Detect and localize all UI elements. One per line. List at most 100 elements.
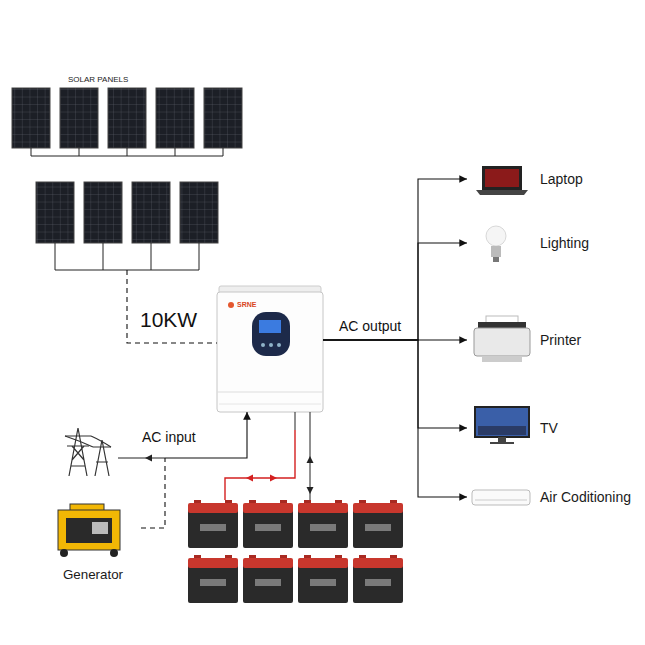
art-shape	[65, 428, 91, 476]
art-shape	[132, 182, 170, 243]
art-shape	[472, 490, 530, 505]
art-shape	[145, 455, 152, 462]
art-shape	[486, 226, 506, 246]
art-shape	[243, 555, 293, 603]
connector	[323, 179, 467, 340]
grid-line	[118, 455, 165, 462]
node-label: SOLAR PANELS	[68, 75, 128, 84]
art-shape	[58, 510, 120, 550]
node-label: Air Coditioning	[540, 489, 631, 505]
laptop-icon	[476, 166, 528, 195]
generator-icon	[58, 504, 120, 557]
connector	[323, 243, 467, 340]
art-shape	[243, 500, 293, 548]
art-shape	[270, 475, 277, 482]
connector-label: AC input	[140, 429, 198, 445]
art-shape	[204, 88, 242, 148]
art-shape	[60, 549, 68, 557]
connector-line	[323, 179, 467, 340]
connector-line	[323, 243, 467, 340]
node-label: Laptop	[540, 171, 583, 187]
art-shape	[298, 500, 348, 548]
connector-line	[323, 340, 467, 428]
tv-icon	[475, 407, 529, 444]
art-shape	[188, 555, 238, 603]
generator-box: Generator	[45, 500, 141, 584]
art-shape	[228, 302, 234, 308]
appliance-box: Printer	[468, 317, 640, 363]
art-shape	[217, 292, 323, 412]
art-shape	[353, 555, 403, 603]
art-shape	[475, 407, 529, 437]
node-label: Generator	[45, 567, 141, 582]
art-shape	[217, 392, 323, 393]
art-shape	[110, 549, 118, 557]
art-shape	[482, 356, 522, 362]
art-shape	[295, 412, 296, 430]
connector	[323, 340, 467, 428]
art-shape	[491, 246, 501, 257]
inverter-body	[217, 286, 323, 412]
art-shape	[225, 430, 295, 500]
art-shape	[259, 320, 281, 333]
art-shape	[498, 437, 506, 442]
art-shape	[475, 500, 527, 501]
solar-panel-array	[12, 88, 242, 243]
bulb-icon	[486, 226, 506, 262]
panel-group: SOLAR PANELS	[10, 70, 245, 270]
appliance-box: Laptop	[468, 160, 640, 198]
node-label: Printer	[540, 332, 581, 348]
art-shape	[353, 500, 403, 548]
art-shape	[252, 312, 290, 356]
art-shape	[84, 182, 122, 243]
art-shape	[277, 343, 281, 347]
art-shape	[156, 88, 194, 148]
connector-label: AC output	[337, 318, 403, 334]
connector-line	[323, 340, 467, 497]
art-shape	[31, 148, 223, 156]
connector	[323, 340, 467, 497]
appliance-box: TV	[468, 403, 640, 453]
appliance-box: Air Coditioning	[468, 484, 640, 510]
art-shape	[92, 522, 108, 534]
art-shape	[246, 475, 253, 482]
power-grid-pylon	[65, 428, 111, 476]
art-shape	[476, 190, 528, 195]
art-shape	[482, 166, 522, 190]
appliance-box: Lighting	[468, 218, 640, 268]
art-shape	[474, 328, 530, 356]
art-shape	[485, 169, 519, 187]
art-shape	[298, 555, 348, 603]
art-shape	[307, 487, 314, 494]
connector-line	[127, 270, 217, 343]
art-shape	[60, 88, 98, 148]
connector	[127, 270, 217, 343]
node-label: Lighting	[540, 235, 589, 251]
art-shape	[307, 456, 314, 463]
node-label: TV	[540, 420, 558, 436]
art-shape	[66, 518, 112, 543]
art-shape	[12, 88, 50, 148]
art-shape	[118, 458, 165, 459]
art-shape	[493, 257, 499, 262]
battery-bank	[188, 500, 403, 603]
panel-wiring	[31, 148, 223, 270]
art-shape	[108, 88, 146, 148]
inverter-box: SRNE	[217, 290, 323, 412]
air-conditioner-icon	[472, 490, 530, 505]
art-shape	[188, 500, 238, 548]
connector-line	[141, 458, 165, 528]
art-shape	[65, 436, 111, 447]
art-shape	[261, 343, 265, 347]
art-shape	[490, 442, 514, 444]
art-shape	[55, 243, 199, 270]
art-shape	[269, 343, 273, 347]
connector	[141, 412, 247, 528]
connector-label: 10KW	[138, 308, 199, 332]
art-shape	[180, 182, 218, 243]
art-shape	[219, 404, 321, 405]
node-label: SRNE	[237, 301, 256, 309]
